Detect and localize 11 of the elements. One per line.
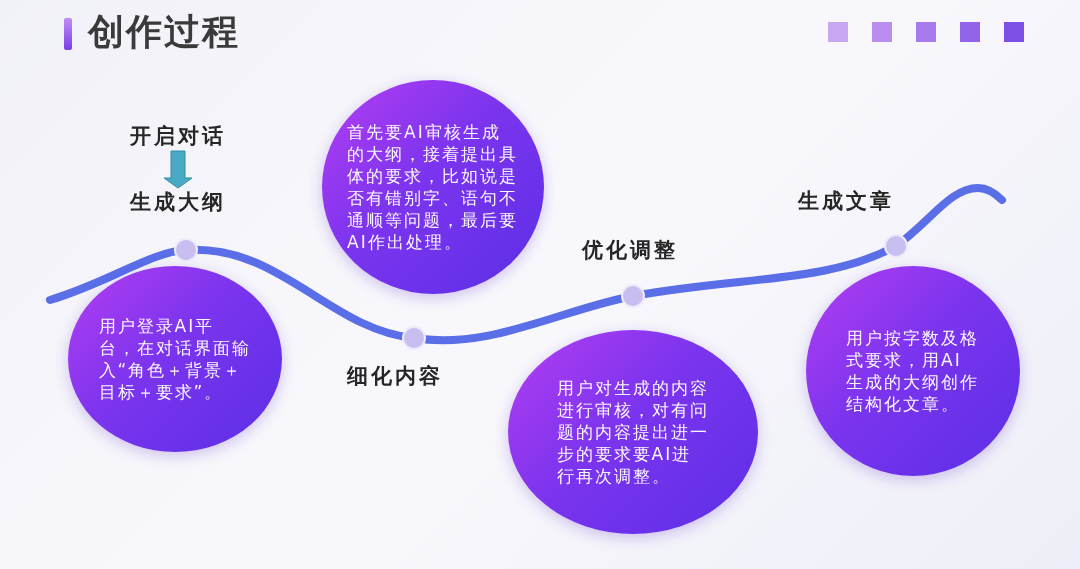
step-label: 细化内容: [347, 364, 443, 390]
step-description: 用户对生成的内容进行审核，对有问题的内容提出进一步的要求要AI进行再次调整。: [556, 376, 710, 488]
step-label: 生成大纲: [130, 190, 226, 216]
step-description: 用户登录AI平台，在对话界面输入“角色＋背景＋目标＋要求”。: [98, 314, 252, 404]
step-label: 生成文章: [798, 189, 894, 215]
step-description: 首先要AI审核生成的大纲，接着提出具体的要求，比如说是否有错别字、语句不通顺等问题，最后要AI作出处理。: [347, 120, 519, 254]
step-label: 优化调整: [582, 238, 678, 264]
down-arrow: [163, 150, 193, 189]
step-description: 用户按字数及格式要求，用AI生成的大纲创作结构化文章。: [846, 326, 980, 416]
step-label: 开启对话: [130, 124, 226, 150]
page-title: 创作过程: [88, 10, 240, 54]
